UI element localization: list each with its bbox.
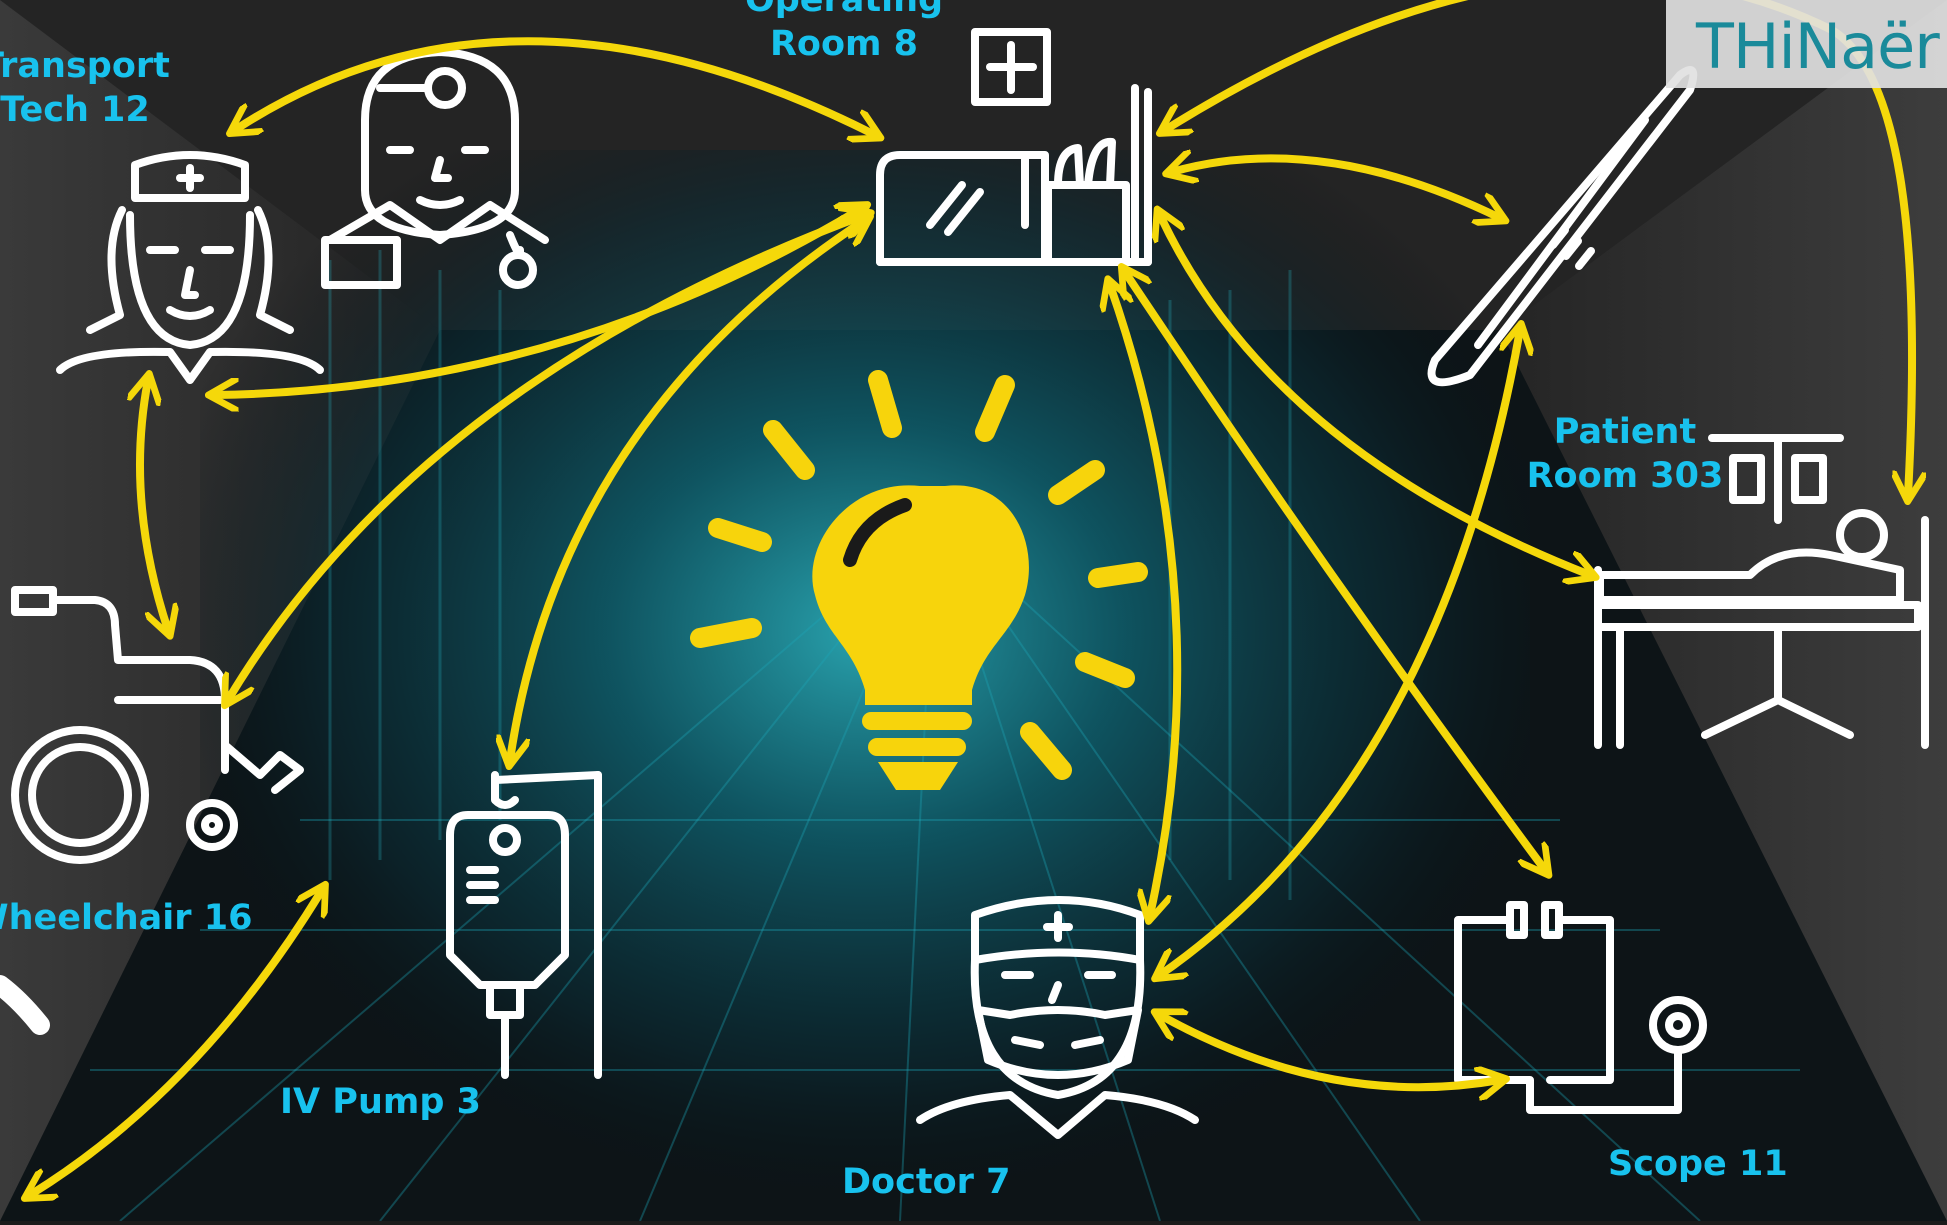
surgeon-icon <box>916 896 1199 1139</box>
brand-logo: THiNaër <box>1666 0 1947 88</box>
operating-room-label-line2: Room 8 <box>769 24 919 64</box>
iv-pump-label: IV Pump 3 <box>280 1082 481 1122</box>
transport-tech-label-line2: Tech 12 <box>0 90 150 130</box>
scope-label: Scope 11 <box>1608 1144 1788 1184</box>
arrow-iv-offscreen <box>30 890 322 1195</box>
patient-room-label-line1: Patient <box>1553 412 1697 452</box>
iv-pump-icon <box>446 771 602 1079</box>
arrow-iv-or <box>510 220 865 760</box>
arrow-scalpel-doctor <box>1160 330 1520 975</box>
transport-tech-label-line1: Transport <box>0 46 170 86</box>
arrow-transport-or <box>235 37 875 135</box>
wheelchair-label: Wheelchair 16 <box>0 898 253 938</box>
operating-room-label-line1: Operating <box>744 0 944 20</box>
doctor-label: Doctor 7 <box>842 1162 1011 1202</box>
arrow-doctor-scope <box>1160 1015 1500 1087</box>
brand-logo-text: THiNaër <box>1696 10 1940 83</box>
transport-tech-label: Transport Tech 12 <box>0 44 205 132</box>
patient-room-label: Patient Room 303 <box>1520 410 1730 498</box>
operating-room-icon <box>876 28 1152 266</box>
operating-room-label: Operating Room 8 <box>700 0 988 66</box>
arrow-transport-wheelchair <box>140 380 168 630</box>
patient-room-label-line2: Room 303 <box>1526 456 1724 496</box>
connection-arrows <box>30 0 1912 1195</box>
